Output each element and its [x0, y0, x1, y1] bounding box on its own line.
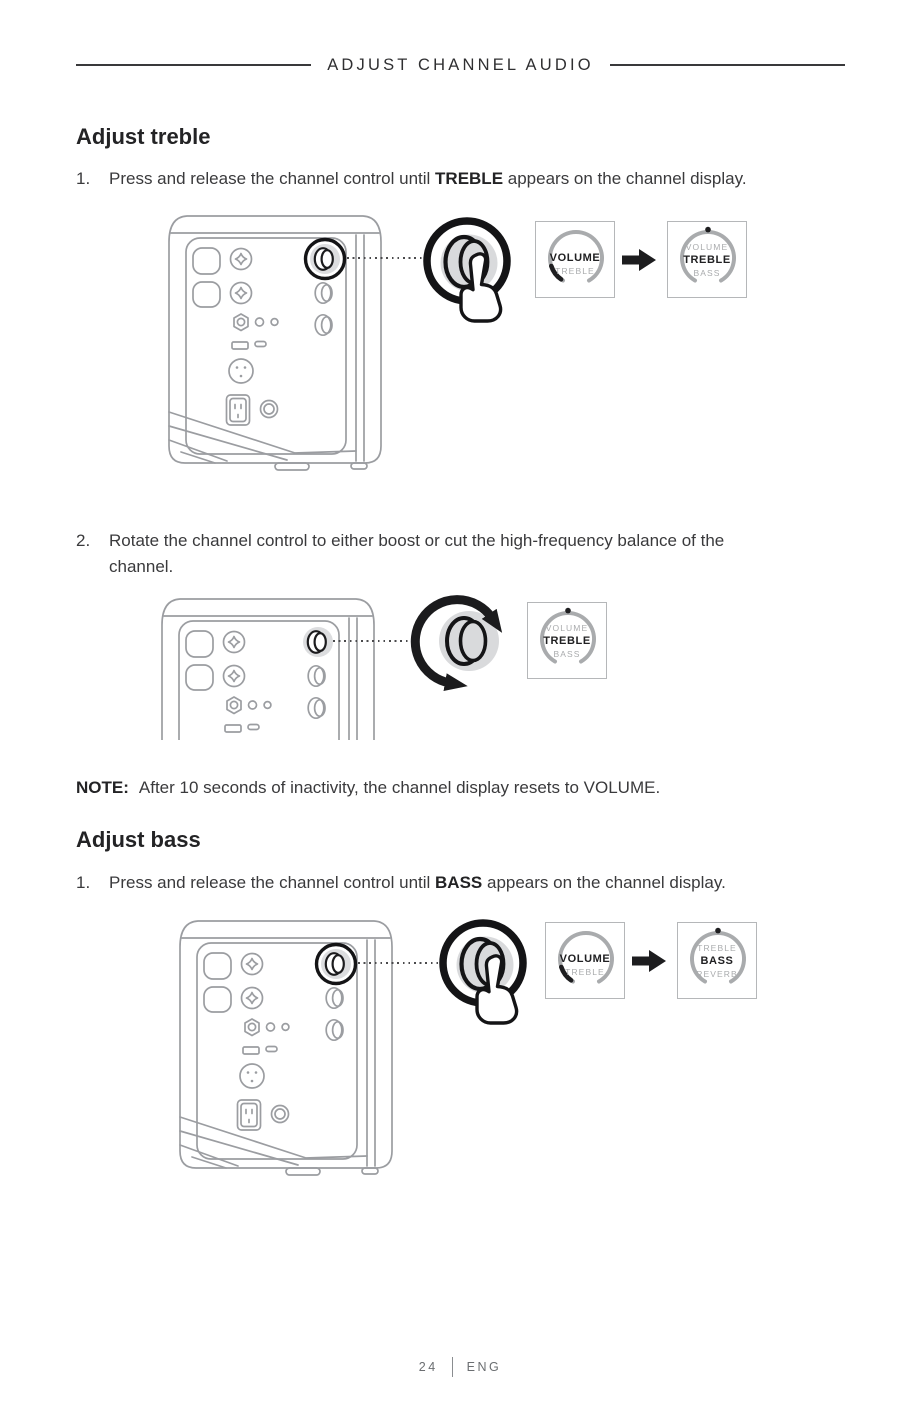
step-text-after: appears on the channel display.	[503, 169, 747, 188]
display-label-dim: VOLUME	[685, 241, 729, 252]
dotted-leader-line	[333, 640, 413, 642]
knob-arc-icon	[540, 607, 596, 664]
footer-language: ENG	[466, 1360, 502, 1374]
page-header: ADJUST CHANNEL AUDIO	[76, 55, 845, 75]
step-text-bold: TREBLE	[435, 169, 504, 188]
step-number: 2.	[76, 531, 91, 550]
display-label-active: TREBLE	[683, 253, 731, 266]
display-label-active: BASS	[700, 954, 734, 967]
section-heading-treble: Adjust treble	[76, 124, 211, 149]
treble-step-1: 1. Press and release the channel control…	[76, 166, 747, 192]
step-text: Press and release the channel control un…	[109, 166, 747, 192]
display-labels: VOLUME TREBLE BASS	[668, 222, 746, 297]
section-heading-bass: Adjust bass	[76, 827, 201, 852]
page-title: ADJUST CHANNEL AUDIO	[327, 56, 594, 74]
channel-display-treble: VOLUME TREBLE BASS	[667, 221, 747, 298]
display-labels: VOLUME TREBLE	[546, 927, 624, 1002]
display-labels: TREBLE BASS REVERB	[678, 923, 756, 998]
step-text-after: appears on the channel display.	[482, 873, 726, 892]
press-knob-icon	[436, 913, 536, 1045]
display-labels: VOLUME TREBLE	[536, 226, 614, 301]
display-label-dim: TREBLE	[565, 966, 605, 977]
display-indicator-dot	[705, 226, 711, 233]
step-text-bold: BASS	[435, 873, 483, 892]
forward-arrow-icon	[632, 950, 666, 972]
knob-arc-icon	[690, 927, 746, 984]
step-text: Rotate the channel control to either boo…	[109, 531, 725, 576]
display-label-active: TREBLE	[543, 634, 591, 647]
channel-display-treble: VOLUME TREBLE BASS	[527, 602, 607, 679]
dotted-leader-line	[358, 962, 438, 964]
display-labels: VOLUME TREBLE BASS	[528, 603, 606, 678]
dotted-leader-line	[347, 257, 423, 259]
note-label: NOTE:	[76, 778, 129, 797]
rotate-knob-icon	[410, 595, 503, 691]
step-number: 1.	[76, 169, 91, 188]
display-label-active: VOLUME	[559, 952, 611, 965]
speaker-illustration	[178, 919, 394, 1177]
display-label-dim: BASS	[693, 267, 721, 278]
display-label-dim: REVERB	[696, 968, 738, 979]
rotate-arrows-icon	[410, 595, 503, 691]
press-knob-icon	[420, 211, 520, 343]
header-rule-left	[76, 64, 312, 66]
channel-display-bass: TREBLE BASS REVERB	[677, 922, 757, 999]
channel-knob-highlight-ring-icon	[314, 942, 358, 986]
display-label-active: VOLUME	[549, 251, 601, 264]
footer-separator	[451, 1357, 453, 1377]
display-label-dim: BASS	[553, 648, 581, 659]
step-text: Press and release the channel control un…	[109, 870, 726, 896]
speaker-illustration	[167, 214, 383, 472]
footer-page-number: 24	[418, 1360, 438, 1374]
treble-step-2: 2. Rotate the channel control to either …	[76, 528, 769, 580]
channel-knob-highlight-ring-icon	[303, 237, 347, 281]
note-text: After 10 seconds of inactivity, the chan…	[138, 778, 661, 797]
channel-display-volume: VOLUME TREBLE	[545, 922, 625, 999]
display-label-dim: VOLUME	[545, 622, 589, 633]
forward-arrow-icon	[622, 249, 656, 271]
display-indicator-dot	[715, 927, 721, 934]
display-indicator-dot	[565, 607, 571, 614]
knob-arc-icon	[558, 931, 614, 984]
knob-arc-icon	[548, 230, 604, 283]
step-number: 1.	[76, 873, 91, 892]
channel-display-volume: VOLUME TREBLE	[535, 221, 615, 298]
display-label-dim: TREBLE	[555, 265, 595, 276]
knob-arc-icon	[680, 226, 736, 283]
page-footer: 24 ENG	[0, 1357, 920, 1377]
step-text-before: Press and release the channel control un…	[109, 873, 436, 892]
display-label-dim: TREBLE	[697, 942, 737, 953]
bass-step-1: 1. Press and release the channel control…	[76, 870, 726, 896]
speaker-illustration	[160, 597, 376, 740]
speaker-illustration-cropped	[148, 585, 392, 740]
note: NOTE: After 10 seconds of inactivity, the…	[76, 775, 660, 801]
step-text-before: Press and release the channel control un…	[109, 169, 436, 188]
header-rule-right	[609, 64, 845, 66]
